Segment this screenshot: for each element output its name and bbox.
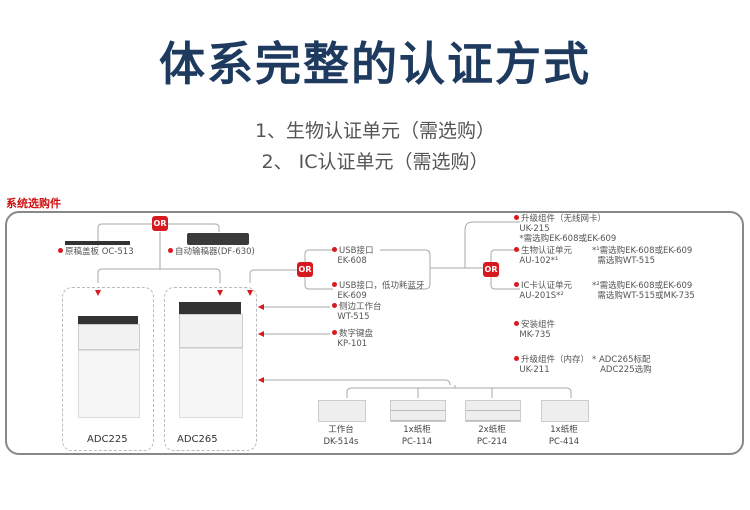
option-label: IC卡认证单元 [521, 281, 572, 291]
accessory-code: PC-214 [476, 437, 508, 447]
option-wt-515: 侧边工作台 WT-515 [332, 302, 382, 322]
option-code: MK-735 [519, 330, 551, 340]
bullet-icon [332, 303, 337, 308]
option-label: 侧边工作台 [339, 302, 382, 312]
option-note: * ADC265标配 [592, 355, 651, 365]
option-uk-215: 升级组件（无线网卡） UK-215 *需选购EK-608或EK-609 [514, 214, 616, 244]
bullet-icon [332, 282, 337, 287]
printer-feeder-image [179, 302, 241, 314]
option-au-201s: IC卡认证单元 AU-201S*² [514, 281, 572, 301]
paper-cabinet-1-image [390, 400, 446, 422]
bullet-icon [514, 356, 519, 361]
option-code: KP-101 [337, 339, 368, 349]
bullet-icon [168, 248, 173, 253]
option-au-102: 生物认证单元 AU-102*¹ [514, 246, 572, 266]
option-code: EK-608 [337, 256, 367, 266]
accessory-label: 工作台 [328, 425, 354, 435]
option-df-630: 自动输稿器(DF-630) [168, 247, 255, 257]
original-cover-image [65, 241, 130, 245]
paper-cabinet-2-image [465, 400, 521, 422]
bullet-icon [514, 215, 519, 220]
option-ek-608: USB接口 EK-608 [332, 246, 373, 266]
subtitle-biometric: 1、生物认证单元（需选购） [254, 120, 496, 142]
accessory-dk-514s: 工作台 DK-514s [311, 424, 371, 448]
option-label: 升级组件（无线网卡） [521, 214, 607, 224]
page-title: 体系完整的认证方式 [159, 37, 591, 91]
bullet-icon [514, 247, 519, 252]
option-ek-609: USB接口，低功耗蓝牙 EK-609 [332, 281, 424, 301]
accessory-code: DK-514s [323, 437, 359, 447]
or-badge-middle: OR [297, 262, 313, 277]
option-note: 需选购WT-515或MK-735 [597, 291, 695, 301]
model-label: ADC225 [87, 434, 128, 445]
option-kp-101: 数字键盘 KP-101 [332, 329, 373, 349]
model-label: ADC265 [177, 434, 218, 445]
note-au-102: *¹需选购EK-608或EK-609 需选购WT-515 [592, 246, 692, 266]
option-oc-513: 原稿盖板 OC-513 [58, 247, 134, 257]
option-mk-735: 安装组件 MK-735 [514, 320, 555, 340]
bullet-icon [58, 248, 63, 253]
option-note: *需选购EK-608或EK-609 [519, 234, 617, 244]
note-uk-211: * ADC265标配 ADC225选购 [592, 355, 652, 375]
option-label: 原稿盖板 OC-513 [65, 247, 134, 257]
option-note: *²需选购EK-608或EK-609 [592, 281, 693, 291]
option-note: *¹需选购EK-608或EK-609 [592, 246, 693, 256]
option-label: 安装组件 [521, 320, 556, 330]
or-badge-right: OR [483, 262, 499, 277]
option-code: UK-211 [519, 365, 550, 375]
accessory-code: PC-414 [548, 437, 580, 447]
note-au-201s: *²需选购EK-608或EK-609 需选购WT-515或MK-735 [592, 281, 695, 301]
accessory-code: PC-114 [401, 437, 433, 447]
printer-top-image [78, 316, 138, 324]
option-label: 升级组件（内存） [521, 355, 590, 365]
document-feeder-image [187, 233, 249, 245]
option-label: USB接口 [339, 246, 374, 256]
model-box-adc225: ADC225 [62, 287, 154, 451]
section-label: 系统选购件 [6, 197, 61, 210]
or-badge-top: OR [152, 216, 168, 231]
printer-drawers-image [78, 350, 140, 418]
option-uk-211: 升级组件（内存） UK-211 [514, 355, 589, 375]
paper-cabinet-3-image [541, 400, 589, 422]
desk-image [318, 400, 366, 422]
accessory-pc-214: 2x纸柜 PC-214 [462, 424, 522, 448]
option-note: 需选购WT-515 [597, 256, 656, 266]
option-code: AU-201S*² [519, 291, 564, 301]
bullet-icon [514, 282, 519, 287]
printer-body-image [179, 314, 243, 348]
bullet-icon [332, 330, 337, 335]
accessory-label: 1x纸柜 [403, 425, 431, 435]
accessory-label: 1x纸柜 [550, 425, 578, 435]
accessory-pc-114: 1x纸柜 PC-114 [387, 424, 447, 448]
accessory-pc-414: 1x纸柜 PC-414 [534, 424, 594, 448]
bullet-icon [332, 247, 337, 252]
option-label: 生物认证单元 [521, 246, 573, 256]
option-label: 数字键盘 [339, 329, 374, 339]
accessory-label: 2x纸柜 [478, 425, 506, 435]
printer-drawers-image [179, 348, 243, 418]
bullet-icon [514, 321, 519, 326]
option-code: UK-215 [519, 224, 550, 234]
option-label: USB接口，低功耗蓝牙 [339, 281, 425, 291]
option-note: ADC225选购 [600, 365, 652, 375]
option-label: 自动输稿器(DF-630) [175, 247, 255, 257]
option-code: EK-609 [337, 291, 367, 301]
printer-body-image [78, 324, 140, 350]
options-diagram-frame [5, 211, 744, 455]
subtitle-ic: 2、 IC认证单元（需选购） [261, 151, 489, 173]
option-code: AU-102*¹ [519, 256, 559, 266]
option-code: WT-515 [337, 312, 370, 322]
model-box-adc265: ADC265 [164, 287, 257, 451]
